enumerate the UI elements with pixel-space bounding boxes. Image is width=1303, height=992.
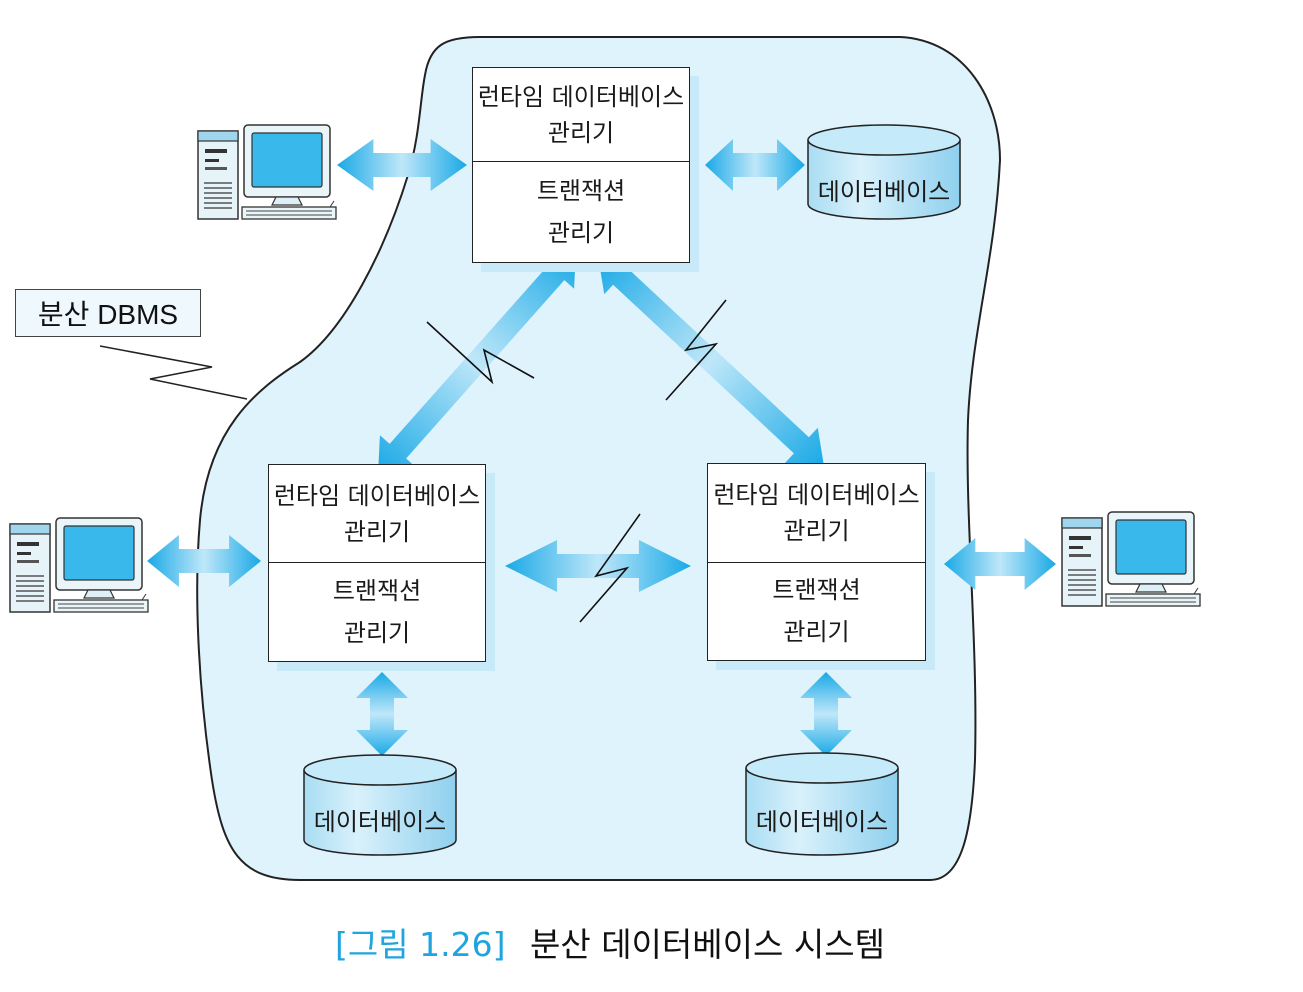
figure-number: [그림 1.26] <box>335 925 506 964</box>
transaction-manager-label-line1: 트랜잭션 <box>536 176 626 205</box>
transaction-manager: 트랜잭션 관리기 <box>269 562 485 661</box>
database-label-right: 데이터베이스 <box>755 808 889 836</box>
client-computer-icon-right <box>1061 511 1201 607</box>
arrow-top-left-nodes <box>378 250 576 474</box>
system-label: 분산 DBMS <box>15 289 201 337</box>
runtime-db-manager: 런타임 데이터베이스 관리기 <box>473 68 689 162</box>
transaction-manager: 트랜잭션 관리기 <box>473 161 689 262</box>
database-label-left: 데이터베이스 <box>313 808 447 836</box>
database-cylinder-left <box>303 754 457 856</box>
label-pointer <box>99 345 248 400</box>
database-cylinder-top <box>807 124 961 220</box>
runtime-db-manager: 런타임 데이터베이스 관리기 <box>708 464 925 563</box>
database-cylinder-right <box>745 752 899 856</box>
transaction-manager-label-line1: 트랜잭션 <box>332 576 422 605</box>
network-link-mark-2 <box>665 299 727 401</box>
database-label-top: 데이터베이스 <box>817 178 951 206</box>
runtime-manager-label-line1: 런타임 데이터베이스 <box>713 481 920 509</box>
arrow-top-right-nodes <box>598 255 824 467</box>
runtime-manager-label-line1: 런타임 데이터베이스 <box>477 82 685 111</box>
network-link-mark-3 <box>579 513 641 623</box>
runtime-manager-label-line2: 관리기 <box>547 118 615 147</box>
arrow-left-db <box>356 672 408 756</box>
runtime-db-manager: 런타임 데이터베이스 관리기 <box>269 465 485 563</box>
dbms-node-left: 런타임 데이터베이스 관리기 트랜잭션 관리기 <box>268 464 486 662</box>
runtime-manager-label-line1: 런타임 데이터베이스 <box>273 481 481 510</box>
runtime-manager-label-line2: 관리기 <box>783 517 850 545</box>
runtime-manager-label-line2: 관리기 <box>343 517 411 546</box>
network-link-mark-1 <box>426 321 535 385</box>
dbms-node-top: 런타임 데이터베이스 관리기 트랜잭션 관리기 <box>472 67 690 263</box>
transaction-manager-label-line2: 관리기 <box>547 218 615 247</box>
client-computer-icon-left <box>9 517 149 613</box>
client-computer-icon-top <box>197 124 337 220</box>
distributed-system-region <box>196 36 1002 881</box>
arrow-right-db <box>800 672 852 756</box>
transaction-manager-label-line1: 트랜잭션 <box>772 576 861 604</box>
dbms-node-right: 런타임 데이터베이스 관리기 트랜잭션 관리기 <box>707 463 926 661</box>
figure-caption: [그림 1.26] 분산 데이터베이스 시스템 <box>0 918 1220 966</box>
transaction-manager-label-line2: 관리기 <box>343 618 411 647</box>
transaction-manager-label-line2: 관리기 <box>783 618 850 646</box>
transaction-manager: 트랜잭션 관리기 <box>708 562 925 660</box>
figure-title: 분산 데이터베이스 시스템 <box>529 925 885 964</box>
